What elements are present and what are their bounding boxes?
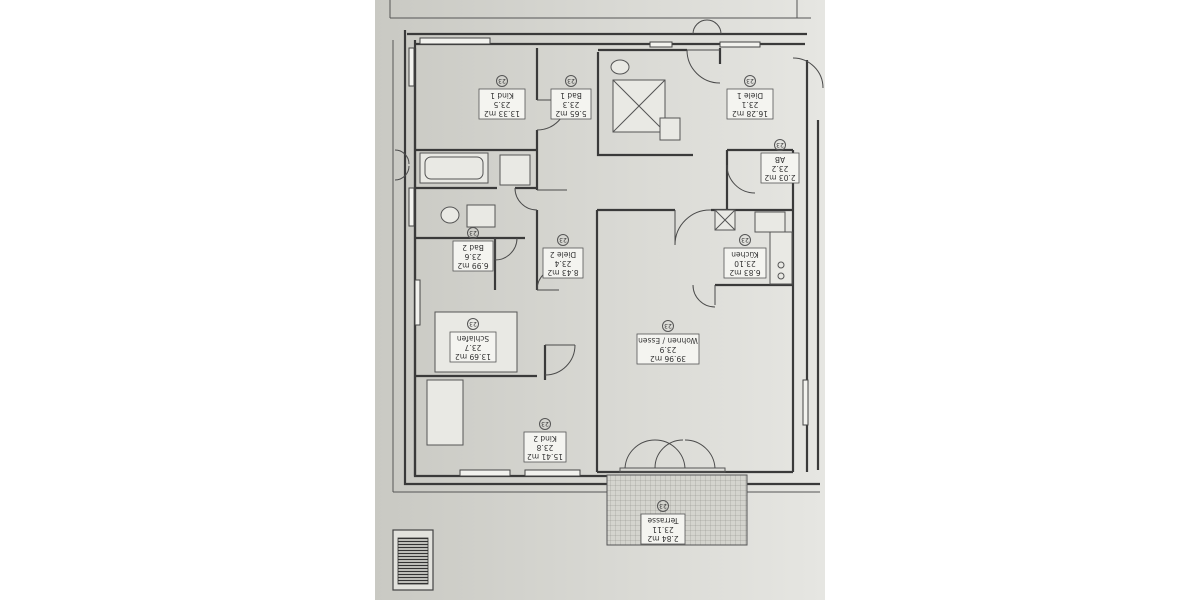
room-name: Küchen <box>731 250 759 259</box>
room-name: Diele 1 <box>737 91 764 100</box>
room-label-box <box>640 513 686 545</box>
room-number-circle <box>565 75 577 87</box>
bathroom-2-fixtures <box>419 152 531 228</box>
room-label-box <box>723 247 767 279</box>
room-number: 23 <box>741 236 749 243</box>
room-number: 23 <box>541 420 549 427</box>
room-number-circle <box>539 418 551 430</box>
room-number-circle <box>662 320 674 332</box>
room-number: 23 <box>567 77 575 84</box>
room-name: Kind 2 <box>533 434 557 443</box>
room-code: 23.11 <box>652 525 674 534</box>
room-number: 23 <box>469 320 477 327</box>
room-label-box <box>523 431 567 463</box>
room-area: 6.83 m2 <box>729 268 760 277</box>
room-number: 23 <box>776 141 784 148</box>
room-name: Kind 1 <box>490 91 514 100</box>
room-label-box <box>726 88 774 120</box>
room-name: Terrasse <box>647 516 679 525</box>
windows <box>408 37 809 477</box>
room-code: 23.3 <box>562 100 579 109</box>
room-code: 23.1 <box>741 100 758 109</box>
room-name: Bad 2 <box>462 243 484 252</box>
room-name: Diele 2 <box>550 250 577 259</box>
room-area: 8.43 m2 <box>547 268 578 277</box>
room-number-circle <box>657 500 669 512</box>
room-area: 2.84 m2 <box>647 534 678 543</box>
room-number-circle <box>496 75 508 87</box>
room-number: 23 <box>659 502 667 509</box>
room-area: 2.03 m2 <box>764 173 795 182</box>
room-area: 6.99 m2 <box>457 261 488 270</box>
room-number: 23 <box>559 236 567 243</box>
room-label-box <box>452 240 494 272</box>
room-number-circle <box>744 75 756 87</box>
room-number-circle <box>739 234 751 246</box>
room-number: 23 <box>664 322 672 329</box>
doors <box>394 19 824 376</box>
room-label-box <box>449 331 497 363</box>
room-code: 23.6 <box>464 252 481 261</box>
bathroom-1-fixtures <box>610 59 681 141</box>
room-code: 23.4 <box>554 259 571 268</box>
room-area: 39.96 m2 <box>650 354 686 363</box>
drain-grate <box>397 537 429 585</box>
room-code: 23.9 <box>659 345 676 354</box>
room-number-circle <box>557 234 569 246</box>
room-area: 15.41 m2 <box>527 452 563 461</box>
room-area: 13.69 m2 <box>455 352 491 361</box>
room-label-box <box>636 333 700 365</box>
room-code: 23.2 <box>771 164 788 173</box>
room-number-circle <box>774 139 786 151</box>
room-name: Bad 1 <box>560 91 582 100</box>
room-number: 23 <box>746 77 754 84</box>
room-name: Wohnen / Essen <box>638 336 698 345</box>
kitchen-fixtures <box>714 209 793 285</box>
room-label-box <box>542 247 584 279</box>
terrace-doors <box>619 439 726 473</box>
room-number-circle <box>467 227 479 239</box>
room-number: 23 <box>469 229 477 236</box>
room-name: AB <box>775 155 785 164</box>
room-area: 5.65 m2 <box>555 109 586 118</box>
room-code: 23.10 <box>734 259 756 268</box>
room-number-circle <box>467 318 479 330</box>
room-label-box <box>760 152 800 184</box>
room-label-box <box>478 88 526 120</box>
room-code: 23.5 <box>493 100 510 109</box>
room-label-box <box>550 88 592 120</box>
room-code: 23.7 <box>464 343 481 352</box>
room-area: 13.33 m2 <box>484 109 520 118</box>
room-number: 23 <box>498 77 506 84</box>
room-code: 23.8 <box>536 443 553 452</box>
room-area: 16.28 m2 <box>732 109 768 118</box>
room-name: Schlafen <box>457 334 490 343</box>
